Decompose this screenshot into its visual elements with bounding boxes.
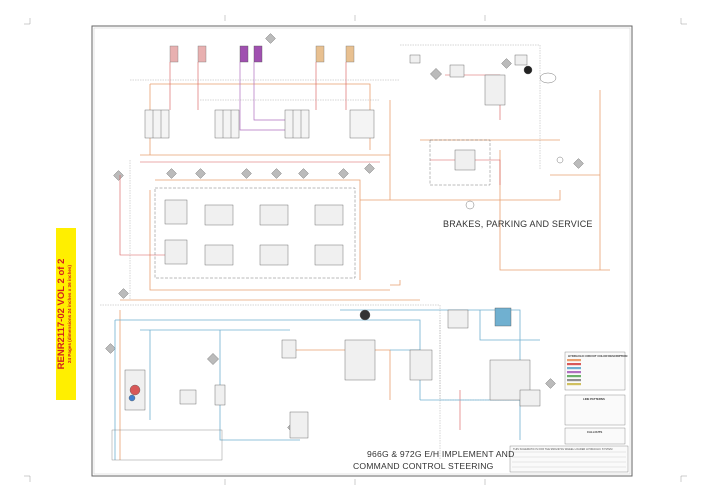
callouts-title: CALLOUTS — [587, 430, 603, 434]
volume-tab — [56, 228, 76, 400]
callout-diamonds — [105, 33, 584, 433]
steering-components — [111, 307, 541, 461]
title-block — [509, 445, 629, 473]
legend-box — [564, 351, 626, 445]
drawing-border-inner — [93, 27, 631, 475]
brake-components — [409, 54, 564, 210]
main-control-valves — [144, 109, 375, 139]
footer-note: THIS SCHEMATIC IS FOR THE 966G/972G WHEE… — [513, 448, 613, 451]
drain-lines — [100, 44, 541, 460]
steering-lines — [114, 309, 540, 460]
pilot-valve-block — [154, 187, 356, 279]
drawing-border — [91, 25, 633, 477]
legend-title: HYDRAULIC CIRCUIT COLOR DESCRIPTION — [568, 354, 628, 358]
crop-marks — [24, 15, 687, 485]
main-title-line2: COMMAND CONTROL STEERING — [353, 461, 494, 471]
pilot-valves — [164, 199, 344, 266]
line-patterns-title: LINE PATTERNS — [583, 397, 605, 401]
brakes-section-title: BRAKES, PARKING AND SERVICE — [443, 219, 593, 229]
main-title-line1: 966G & 972G E/H IMPLEMENT AND — [367, 449, 515, 459]
lift-cylinders — [169, 45, 355, 63]
tilt-lines — [239, 62, 300, 131]
